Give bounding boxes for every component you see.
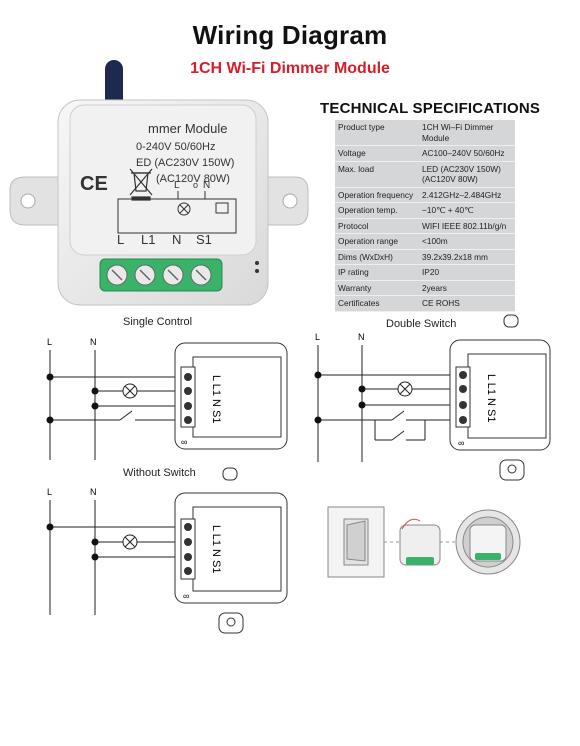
single-wires [49, 350, 183, 460]
module-terminal-labels: L L1 N S1 [210, 525, 222, 574]
device-label-line3: ED (AC230V 150W) [136, 157, 234, 169]
schematic-wiring [117, 191, 237, 234]
line-label: L [315, 332, 320, 342]
page-subtitle: 1CH Wi-Fi Dimmer Module [190, 60, 390, 77]
module-terminal-labels: L L1 N S1 [210, 375, 222, 424]
svg-text:∞: ∞ [183, 591, 189, 601]
spec-key: Warranty [335, 280, 419, 296]
spec-value: −10℃ + 40℃ [419, 202, 515, 219]
spec-row: Operation range<100m [335, 233, 515, 250]
neutral-label: N [90, 487, 97, 497]
ce-mark-icon: CE [80, 173, 108, 195]
caption-double-switch: Double Switch [386, 318, 457, 330]
spec-key: Max. load [335, 161, 419, 188]
double-switch-diagram: L N ∞ L L1 N S1 [314, 314, 551, 481]
device-photo: mmer Module 0-240V 50/60Hz ED (AC230V 15… [9, 99, 309, 306]
schematic-N-label: N [203, 180, 210, 191]
module-outline: ∞ [174, 342, 288, 450]
module-terminal-labels: L L1 N S1 [485, 374, 497, 423]
spec-value: 2years [419, 280, 515, 296]
spec-value: AC100–240V 50/60Hz [419, 145, 515, 162]
caption-single-control: Single Control [123, 316, 193, 328]
lamp-icon [122, 534, 138, 550]
lamp-icon [122, 383, 138, 399]
spec-value: 2.412GHz–2.484GHz [419, 187, 515, 203]
spec-row: Operation temp.−10℃ + 40℃ [335, 202, 515, 219]
terminal-L1-label: L1 [141, 232, 155, 247]
spec-key: Product type [335, 120, 419, 146]
neutral-label: N [358, 332, 365, 342]
single-control-diagram: L N ∞ L L1 N S1 [46, 337, 288, 460]
spec-value: 39.2x39.2x18 mm [419, 249, 515, 265]
terminal-L-label: L [117, 232, 124, 247]
double-wires [317, 345, 460, 462]
svg-text:o: o [193, 180, 198, 190]
device-label-line4: (AC120V 80W) [156, 173, 230, 185]
device-label-face [69, 104, 257, 256]
page-title: Wiring Diagram [192, 20, 388, 50]
svg-text:∞: ∞ [181, 437, 187, 447]
spec-row: Dims (WxDxH)39.2x39.2x18 mm [335, 249, 515, 265]
terminal-S1-label: S1 [196, 232, 212, 247]
spec-key: Operation range [335, 233, 419, 250]
spec-key: Operation frequency [335, 187, 419, 203]
spec-key: IP rating [335, 264, 419, 281]
spec-value: 1CH Wi–Fi Dimmer Module [419, 120, 515, 146]
spec-key: Dims (WxDxH) [335, 249, 419, 265]
spec-value: <100m [419, 233, 515, 250]
spec-value: WIFI IEEE 802.11b/g/n [419, 218, 515, 234]
wall-switch-icon [327, 506, 385, 578]
spec-heading: TECHNICAL SPECIFICATIONS [320, 100, 541, 117]
module-outline: ∞ [174, 467, 288, 634]
module-small-icon [399, 518, 441, 566]
spec-key: Protocol [335, 218, 419, 234]
spec-key: Operation temp. [335, 202, 419, 219]
device-label-line2: 0-240V 50/60Hz [136, 141, 216, 153]
spec-key: Certificates [335, 295, 419, 312]
terminal-block [99, 258, 223, 292]
line-label: L [47, 487, 52, 497]
line-label: L [47, 337, 52, 347]
device-label-line1: mmer Module [148, 121, 227, 136]
wall-box-icon [455, 509, 521, 575]
spec-value: IP20 [419, 264, 515, 281]
module-outline: ∞ [449, 314, 551, 481]
spec-value: LED (AC230V 150W) (AC120V 80W) [419, 161, 515, 188]
without-switch-diagram: L N ∞ L L1 N S1 [46, 467, 288, 634]
caption-without-switch: Without Switch [123, 467, 196, 479]
terminal-N-label: N [172, 232, 181, 247]
installation-illustration [327, 506, 521, 578]
schematic-L-label: L [174, 180, 180, 191]
lamp-icon [397, 381, 413, 397]
noswitch-wires [49, 500, 183, 615]
spec-value: CE ROHS [419, 295, 515, 312]
svg-text:∞: ∞ [458, 438, 464, 448]
neutral-label: N [90, 337, 97, 347]
spec-key: Voltage [335, 145, 419, 162]
